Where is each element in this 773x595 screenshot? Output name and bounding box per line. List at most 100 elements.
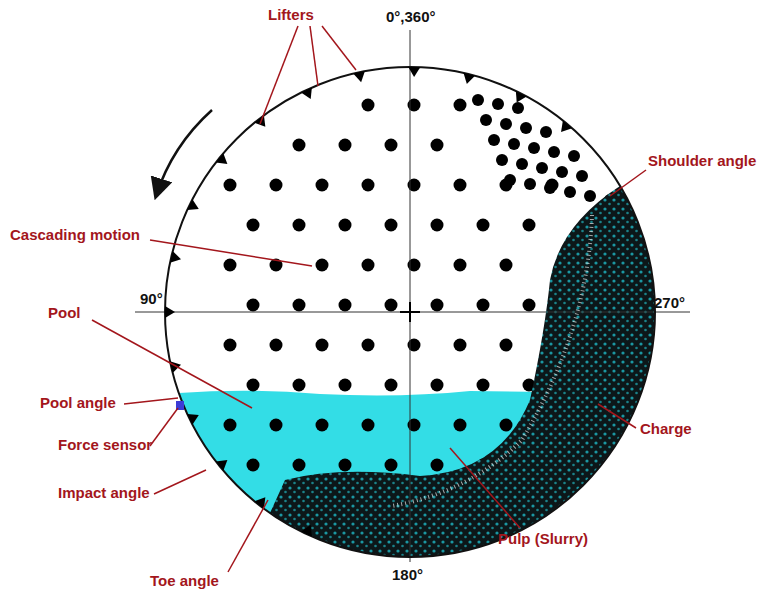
part-label: Toe angle (150, 572, 219, 590)
lifter (301, 525, 312, 537)
ball (523, 219, 536, 232)
ball (224, 419, 237, 432)
ball (270, 179, 283, 192)
ball (431, 299, 444, 312)
ball (431, 379, 444, 392)
angle-label: 270° (654, 294, 685, 312)
ball (472, 94, 484, 106)
ball (339, 379, 352, 392)
ball (316, 179, 329, 192)
ball (316, 419, 329, 432)
ball (362, 179, 375, 192)
lifter (254, 115, 265, 127)
rotation-arrow (156, 110, 212, 196)
ball (408, 259, 421, 272)
ball (385, 459, 398, 472)
ball (500, 339, 513, 352)
ball (339, 299, 352, 312)
ball (524, 178, 536, 190)
part-label: Pulp (Slurry) (498, 530, 588, 548)
part-label: Pool angle (40, 394, 116, 412)
ball (270, 339, 283, 352)
ball (540, 126, 552, 138)
ball (504, 174, 516, 186)
center-cross (400, 302, 420, 322)
lifter (216, 153, 228, 164)
ball (362, 259, 375, 272)
lifter (187, 414, 199, 425)
part-label: Charge (640, 420, 692, 438)
ball (362, 419, 375, 432)
ball (520, 122, 532, 134)
ball (316, 259, 329, 272)
ball (496, 154, 508, 166)
lifter (561, 120, 572, 132)
ball (488, 134, 500, 146)
ball (385, 379, 398, 392)
ball (477, 379, 490, 392)
ball (293, 459, 306, 472)
ball (568, 150, 580, 162)
ball (293, 139, 306, 152)
angle-label: 90° (140, 290, 163, 308)
part-label: Pool (48, 304, 81, 322)
ball (544, 182, 556, 194)
lifter (353, 71, 365, 82)
ball (431, 219, 444, 232)
ball (339, 219, 352, 232)
ball (516, 158, 528, 170)
ball (477, 219, 490, 232)
ball (339, 459, 352, 472)
ball (584, 190, 596, 202)
ball (454, 419, 467, 432)
ball (454, 259, 467, 272)
ball (316, 339, 329, 352)
ball (270, 419, 283, 432)
ball (247, 299, 260, 312)
lifter (165, 306, 175, 318)
ball (454, 179, 467, 192)
ball (247, 379, 260, 392)
lifter (216, 460, 228, 471)
ball (224, 179, 237, 192)
ball (556, 166, 568, 178)
ball (512, 102, 524, 114)
ball (523, 299, 536, 312)
ball (247, 459, 260, 472)
ball (528, 142, 540, 154)
lifters (165, 67, 572, 537)
lifter (408, 67, 420, 77)
ball (508, 138, 520, 150)
ball (492, 98, 504, 110)
ball (500, 118, 512, 130)
ball (500, 259, 513, 272)
ball (224, 259, 237, 272)
lifter (301, 87, 312, 99)
ball (454, 99, 467, 112)
ball (480, 114, 492, 126)
part-label: Cascading motion (10, 226, 140, 244)
ball (408, 99, 421, 112)
part-label: Impact angle (58, 484, 150, 502)
angle-label: 0°,360° (386, 8, 436, 26)
ball (408, 339, 421, 352)
lifter (187, 199, 199, 210)
ball (362, 339, 375, 352)
ball (564, 186, 576, 198)
ball (385, 299, 398, 312)
lifter (463, 73, 475, 84)
ball (385, 139, 398, 152)
ball (500, 419, 513, 432)
ball (293, 219, 306, 232)
ball (548, 146, 560, 158)
lifter (170, 251, 181, 263)
ball (362, 99, 375, 112)
ball (339, 139, 352, 152)
ball (454, 339, 467, 352)
axis (410, 30, 411, 562)
ball (477, 299, 490, 312)
ball (536, 162, 548, 174)
angle-label: 180° (392, 566, 423, 584)
part-label: Lifters (268, 6, 314, 24)
